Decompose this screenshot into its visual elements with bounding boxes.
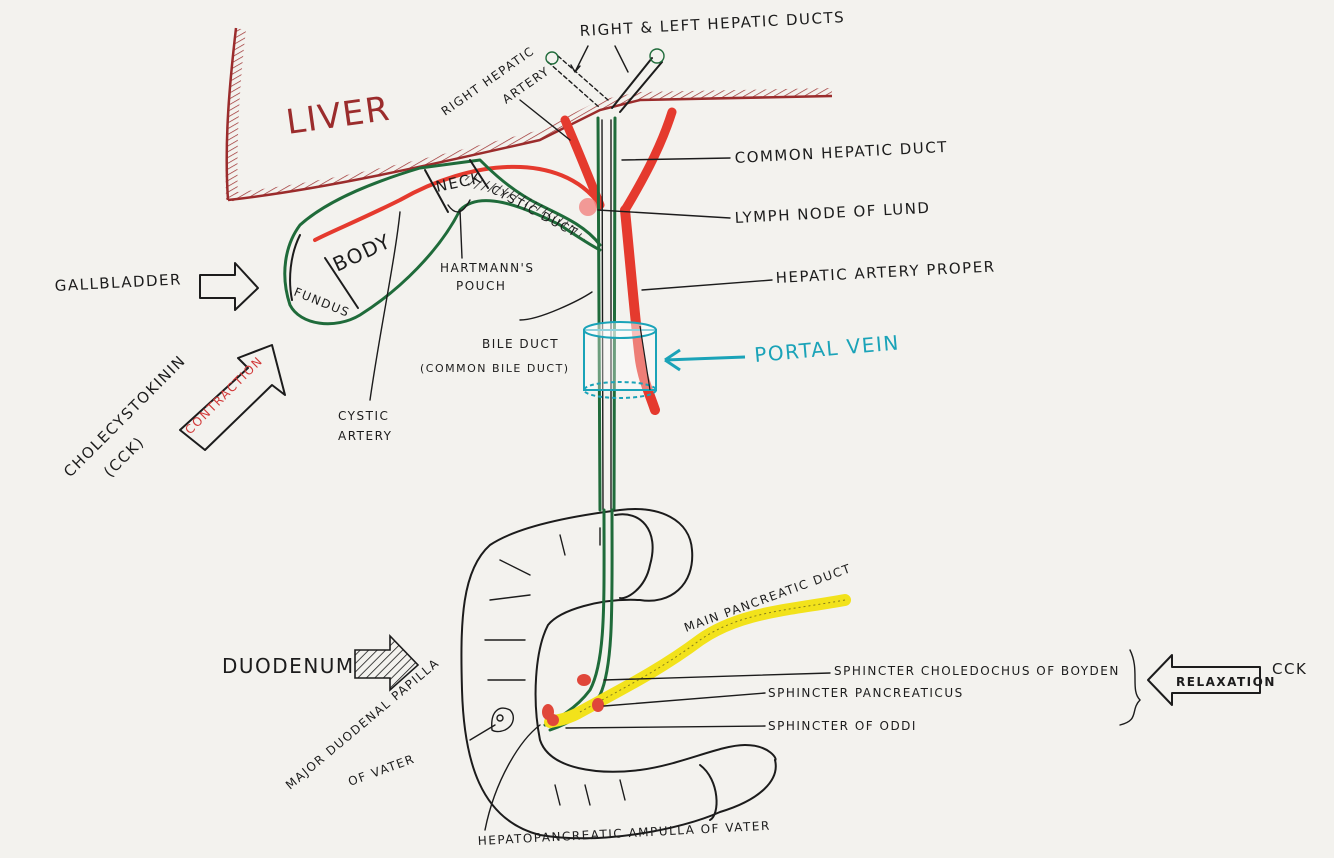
portal-vein-label: PORTAL VEIN (753, 330, 900, 367)
portal-vein-arrow (664, 348, 746, 372)
duodenum-arrow (354, 634, 420, 692)
fundus-label: FUNDUS (292, 285, 352, 320)
relaxation-arrow: RELAXATION (1147, 654, 1276, 706)
hepatic-ducts (545, 48, 665, 512)
main-pancreatic-duct (544, 594, 851, 728)
major-duodenal-papilla (491, 707, 514, 733)
neck-label: NECK (434, 169, 484, 196)
relaxation-label: RELAXATION (1176, 675, 1276, 689)
major-papilla-label-2: OF VATER (346, 752, 417, 789)
common-hepatic-duct-label: COMMON HEPATIC DUCT (734, 138, 948, 167)
cystic-artery-label-1: CYSTIC (338, 409, 389, 423)
duodenum (460, 508, 777, 840)
cystic-artery-label-2: ARTERY (338, 429, 393, 443)
bile-duct-label-1: BILE DUCT (482, 337, 559, 351)
sphincter-oddi-label: SPHINCTER OF ODDI (768, 719, 917, 733)
hepatic-artery-proper-label: HEPATIC ARTERY PROPER (775, 257, 996, 286)
body-label: BODY (329, 229, 395, 277)
hartmann-label-1: HARTMANN'S (440, 261, 534, 275)
gallbladder-label: GALLBLADDER (54, 270, 182, 295)
sphincter-choledochus-label: SPHINCTER CHOLEDOCHUS OF BOYDEN (834, 664, 1120, 678)
portal-vein (583, 321, 657, 399)
labels: RIGHT & LEFT HEPATIC DUCTS RIGHT HEPATIC… (54, 8, 1307, 848)
cck-relaxation-label: CCK (1272, 660, 1307, 678)
right-left-hepatic-ducts-label: RIGHT & LEFT HEPATIC DUCTS (579, 8, 845, 40)
lymph-node-of-lund (579, 198, 597, 216)
hepatic-arteries (313, 107, 677, 415)
lymph-node-label: LYMPH NODE OF LUND (734, 199, 931, 227)
bile-duct-label-2: (COMMON BILE DUCT) (420, 362, 570, 375)
hartmann-label-2: POUCH (456, 279, 506, 293)
cystic-duct-label: CYSTIC DUCT (489, 182, 581, 240)
cck-contraction-arrow: CONTRACTION (179, 344, 286, 451)
gallbladder-arrow (199, 262, 259, 311)
leader-lines (369, 45, 1141, 831)
liver-label: LIVER (284, 89, 393, 143)
sphincter-pancreaticus-label: SPHINCTER PANCREATICUS (768, 686, 964, 700)
sphincters (542, 674, 604, 726)
duodenum-label: DUODENUM (222, 654, 355, 678)
contraction-label: CONTRACTION (182, 354, 266, 438)
hepatopancreatic-ampulla-label: HEPATOPANCREATIC AMPULLA OF VATER (477, 819, 771, 848)
